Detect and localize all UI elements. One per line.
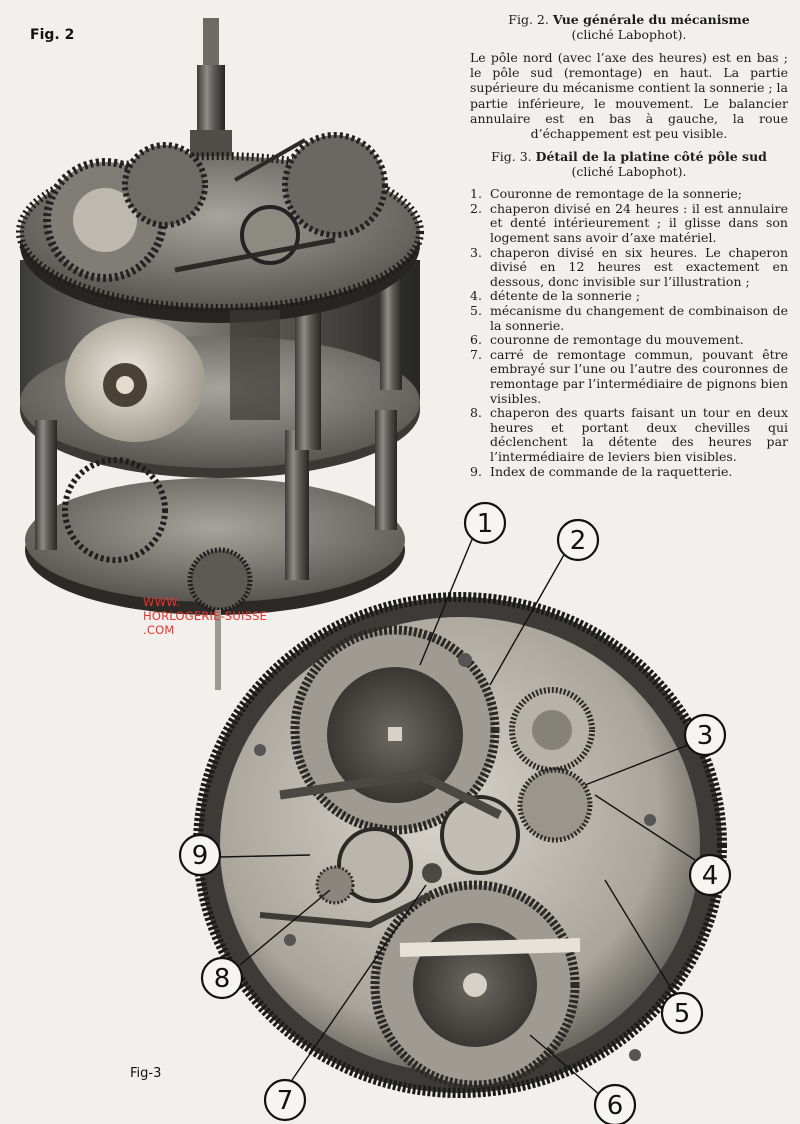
- watermark-line-3: .COM: [143, 623, 175, 637]
- legend-text: chaperon divisé en 24 heures : il est an…: [490, 200, 788, 245]
- legend-text: chaperon divisé en six heures. Le chaper…: [490, 244, 788, 289]
- legend-num: 3.: [470, 244, 482, 260]
- legend-text: couronne de remontage du mouvement.: [490, 332, 744, 348]
- fig3-platine-photo: 1 2 3 4 5 6 7 8 9: [178, 501, 732, 1124]
- callout-8: 8: [214, 964, 231, 994]
- legend-item: 5. mécanisme du changement de combinaison…: [470, 302, 788, 333]
- callout-1: 1: [477, 509, 494, 539]
- fig3-title: Fig. 3. Détail de la platine côté pôle s…: [470, 149, 788, 164]
- legend-text: carré de remontage commun, pouvant être …: [490, 346, 788, 406]
- caption-block: Fig. 2. Vue générale du mécanisme (clich…: [470, 12, 788, 479]
- fig3-title-prefix: Fig. 3.: [491, 149, 532, 165]
- legend-text: Index de commande de la raquetterie.: [490, 463, 733, 479]
- fig3-credit: (cliché Labophot).: [571, 164, 687, 180]
- callout-7: 7: [277, 1086, 294, 1116]
- legend-num: 5.: [470, 302, 482, 318]
- legend-item: 1. Couronne de remontage de la sonnerie;: [470, 187, 788, 202]
- callout-5: 5: [674, 999, 691, 1029]
- legend-item: 2. chaperon divisé en 24 heures : il est …: [470, 200, 788, 246]
- legend-item: 4. détente de la sonnerie ;: [470, 289, 788, 304]
- legend-num: 7.: [470, 346, 482, 362]
- legend-num: 2.: [470, 200, 482, 216]
- callout-2: 2: [570, 526, 587, 556]
- fig2-title-prefix: Fig. 2.: [508, 12, 549, 27]
- legend-text: mécanisme du changement de combinaison d…: [490, 302, 788, 333]
- watermark-line-2: HORLOGERIE-SUISSE: [143, 609, 268, 623]
- watermark-line-1: WWW.: [143, 595, 181, 609]
- legend-item: 7. carré de remontage commun, pouvant êtr…: [470, 346, 788, 406]
- legend-text: chaperon des quarts faisant un tour en d…: [490, 405, 788, 464]
- legend-num: 8.: [470, 405, 482, 421]
- callout-9: 9: [192, 841, 209, 871]
- fig2-title: Fig. 2. Vue générale du mécanisme: [470, 12, 788, 27]
- legend-item: 6. couronne de remontage du mouvement.: [470, 333, 788, 348]
- legend-item: 8. chaperon des quarts faisant un tour en…: [470, 405, 788, 464]
- legend-num: 6.: [470, 332, 482, 348]
- legend-text: détente de la sonnerie ;: [490, 288, 641, 304]
- legend-item: 9. Index de commande de la raquetterie.: [470, 463, 788, 480]
- callout-3: 3: [697, 721, 714, 751]
- fig3-label: Fig-3: [130, 1066, 162, 1081]
- fig3-legend: 1.Couronne de remontage de la sonnerie; …: [470, 187, 788, 479]
- legend-num: 9.: [470, 463, 482, 479]
- legend-text: Couronne de remontage de la sonnerie;: [490, 186, 742, 202]
- callout-6: 6: [607, 1091, 624, 1121]
- fig2-mechanism-photo: [16, 18, 424, 690]
- legend-item: 3. chaperon divisé en six heures. Le chap…: [470, 244, 788, 290]
- fig2-title-text: Vue générale du mécanisme: [552, 12, 750, 27]
- fig3-title-text: Détail de la platine côté pôle sud: [535, 149, 767, 165]
- legend-num: 4.: [470, 288, 482, 304]
- fig2-credit: (cliché Labophot).: [571, 27, 687, 42]
- fig2-description: Le pôle nord (avec l’axe des heures) est…: [470, 50, 788, 142]
- callout-4: 4: [702, 861, 719, 891]
- legend-num: 1.: [470, 186, 482, 202]
- watermark: WWW. HORLOGERIE-SUISSE .COM: [143, 595, 267, 637]
- fig2-label: Fig. 2: [30, 27, 75, 43]
